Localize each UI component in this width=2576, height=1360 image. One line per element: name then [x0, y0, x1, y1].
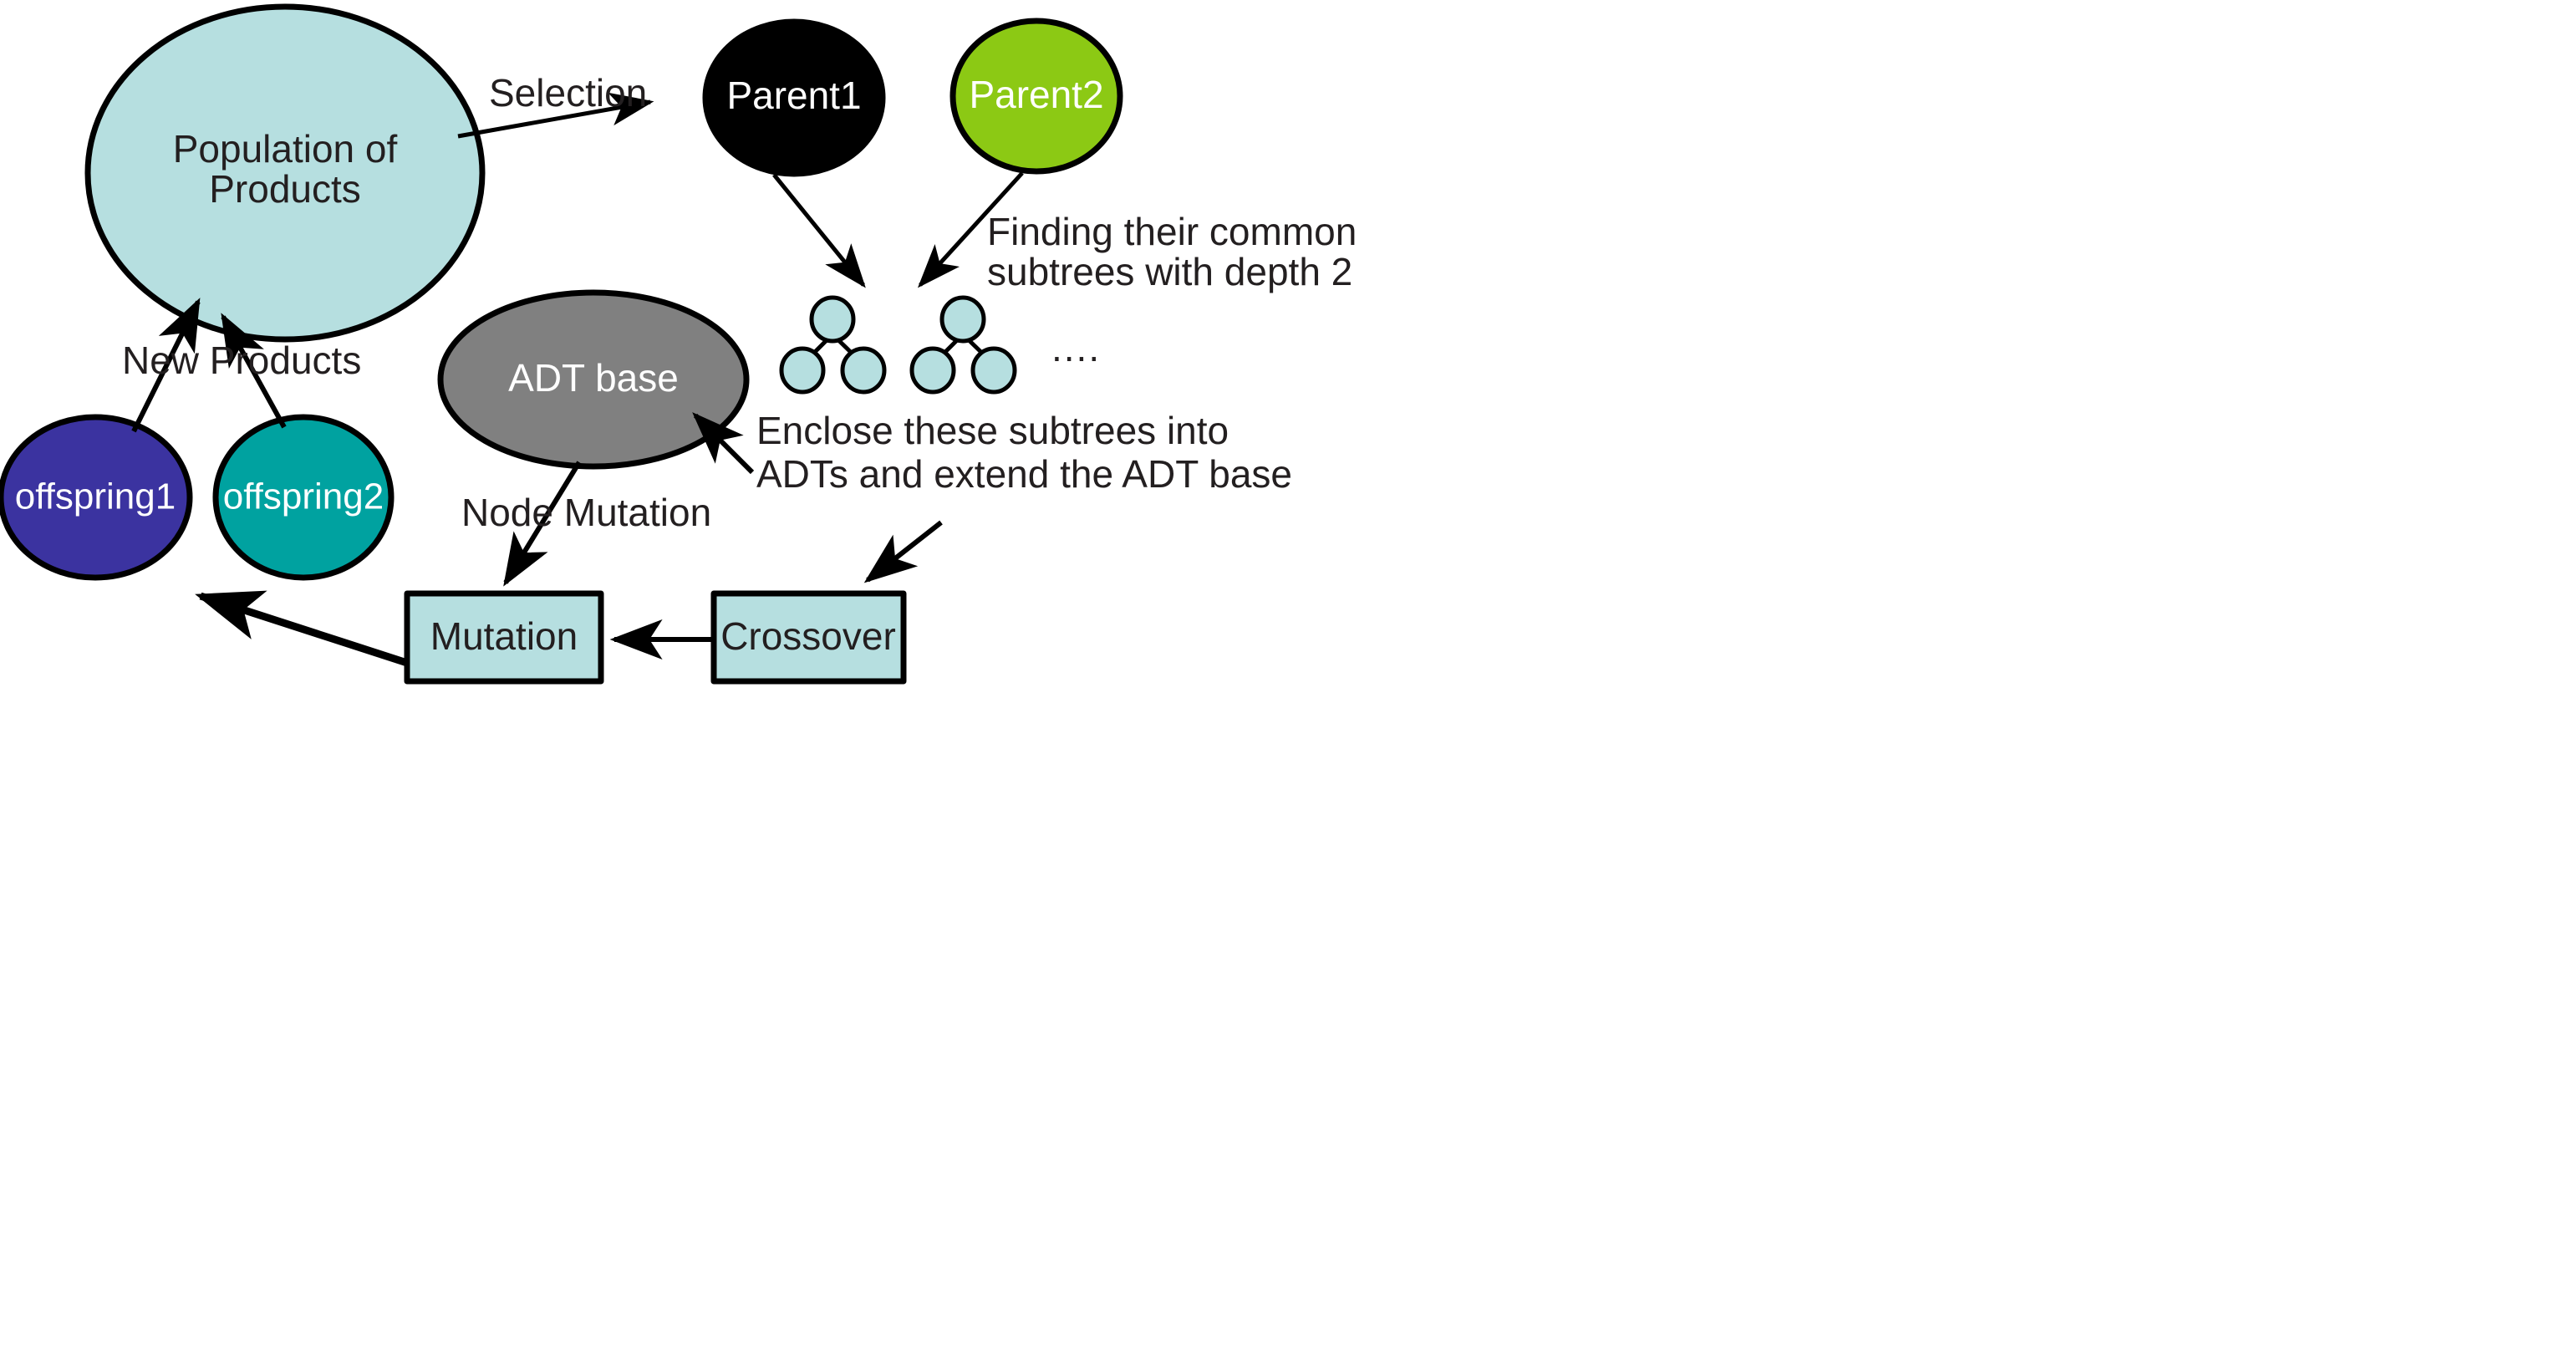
arrow-offspring2-to-population [221, 313, 287, 429]
node-adt-base[interactable] [437, 289, 750, 470]
crossover-label: Crossover [720, 614, 896, 658]
population-label-line2: Products [209, 167, 361, 211]
node-population[interactable] [84, 3, 486, 343]
arrow-offspring1-to-population [131, 298, 201, 433]
parent1-ellipse-shape [702, 18, 886, 177]
subtree-1-child-left-node [779, 346, 826, 395]
mutation-rect-shape [404, 590, 604, 685]
node-offspring1[interactable] [0, 414, 193, 581]
arrow-selection [457, 92, 654, 139]
node-parent1[interactable] [702, 18, 886, 177]
node-mutation[interactable] [404, 590, 604, 685]
label-finding-subtrees-line1: Finding their common [987, 210, 1357, 253]
subtree-1 [779, 295, 887, 395]
arrow-parent2-to-subtrees [917, 171, 1024, 288]
adt-base-label: ADT base [508, 356, 679, 400]
label-enclose-line2: ADTs and extend the ADT base [756, 452, 1292, 496]
subtree-2-root-node [939, 295, 986, 344]
parent1-label: Parent1 [726, 74, 861, 117]
subtree-1-root-node [809, 295, 856, 344]
node-parent2[interactable] [949, 18, 1123, 175]
label-finding-subtrees-line2: subtrees with depth 2 [987, 250, 1352, 293]
arrow-node-mutation [503, 461, 582, 587]
subtrees-ellipsis: .... [1051, 326, 1101, 369]
arrow-parent1-to-subtrees [772, 173, 866, 288]
adt-base-ellipse-shape [437, 289, 750, 470]
node-offspring2[interactable] [212, 414, 395, 581]
node-crossover[interactable] [710, 590, 907, 685]
mutation-label: Mutation [430, 614, 578, 658]
subtree-2-child-right-node [970, 346, 1017, 395]
offspring1-label: offspring1 [15, 476, 176, 517]
offspring2-label: offspring2 [223, 476, 384, 517]
label-selection: Selection [489, 71, 647, 115]
crossover-rect-shape [710, 590, 907, 685]
parent2-ellipse-shape [949, 18, 1123, 175]
subtree-2 [909, 295, 1017, 395]
label-enclose-line1: Enclose these subtrees into [756, 409, 1229, 452]
label-new-products: New Products [122, 339, 361, 382]
arrow-mutation-to-offspring [195, 590, 409, 667]
arrow-enclose-to-adt-base [692, 412, 755, 475]
offspring2-ellipse-shape [212, 414, 395, 581]
offspring1-ellipse-shape [0, 414, 193, 581]
arrow-enclose-to-crossover [863, 520, 943, 583]
subtree-1-child-right-node [840, 346, 887, 395]
population-label-line1: Population of [173, 127, 398, 171]
population-ellipse-shape [84, 3, 486, 343]
label-node-mutation: Node Mutation [461, 491, 711, 534]
subtree-2-child-left-node [909, 346, 956, 395]
parent2-label: Parent2 [969, 73, 1103, 116]
